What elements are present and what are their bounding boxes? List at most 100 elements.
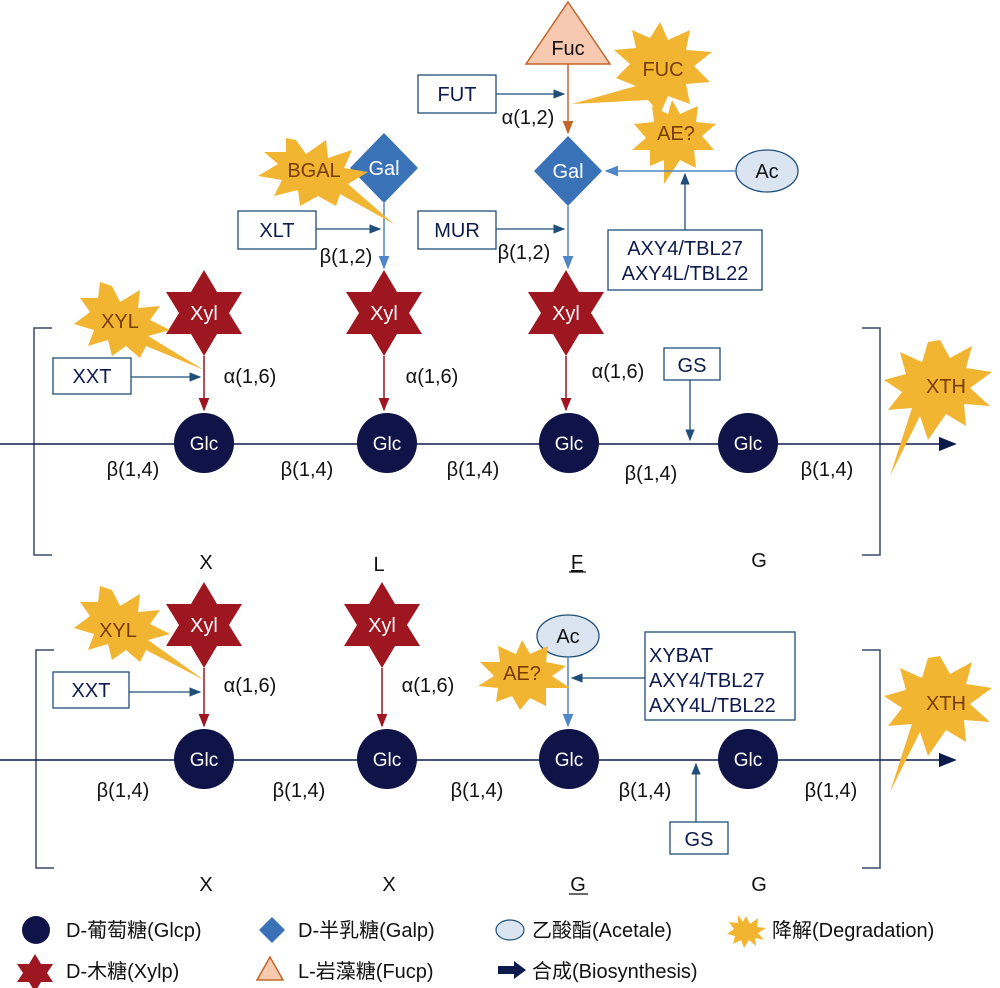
top-xyl-1: Xyl (166, 270, 242, 356)
top-code-4: G (751, 550, 767, 572)
top-beta14-2: β(1,4) (281, 459, 334, 481)
top-fuc-degradation-label: FUC (642, 59, 683, 81)
top-glc-2-label: Glc (373, 434, 402, 455)
legend-deg-label: 降解(Degradation) (772, 919, 934, 942)
top-panel: XTH Glc Glc Glc Glc β(1,4) β(1,4) β(1,4)… (0, 0, 992, 576)
top-glc-3: Glc (539, 413, 599, 473)
bottom-glc-2: Glc (357, 729, 417, 789)
top-axy-enzyme: AXY4/TBL27 AXY4L/TBL22 (607, 229, 763, 291)
top-xxt-label: XXT (73, 366, 112, 388)
bottom-xxt-label: XXT (72, 680, 111, 702)
bottom-glc-2-label: Glc (373, 750, 402, 771)
top-gal-1-label: Gal (368, 158, 399, 180)
legend-glc: D-葡萄糖(Glcp) (22, 916, 202, 944)
top-gs-label: GS (678, 355, 707, 377)
legend-fuc: L-岩藻糖(Fucp) (255, 955, 434, 983)
bottom-xyl-degradation-label: XYL (99, 620, 137, 642)
legend-gal: D-半乳糖(Galp) (259, 917, 435, 943)
top-code-3: F (571, 552, 583, 574)
legend-xyl-label: D-木糖(Xylp) (66, 960, 179, 983)
bottom-xyl-1-label: Xyl (190, 615, 218, 637)
top-ae-degradation: AE? (632, 100, 716, 184)
top-gs-enzyme: GS (663, 347, 721, 381)
top-xth-label: XTH (926, 376, 966, 398)
top-xyl-3-label: Xyl (552, 303, 580, 325)
bottom-left-bracket (35, 649, 54, 869)
bottom-xxt-enzyme: XXT (52, 671, 130, 709)
top-beta14-1: β(1,4) (107, 459, 160, 481)
top-alpha16-3: α(1,6) (592, 361, 645, 383)
top-glc-1: Glc (174, 413, 234, 473)
legend-glc-label: D-葡萄糖(Glcp) (66, 919, 202, 942)
top-code-2: L (373, 554, 384, 576)
bottom-gs-label: GS (685, 829, 714, 851)
bottom-right-bracket (862, 649, 881, 869)
top-beta14-4: β(1,4) (625, 463, 678, 485)
legend-ac-label: 乙酸酯(Acetale) (532, 919, 672, 942)
top-mur-label: MUR (434, 220, 480, 242)
top-xyl-degradation: XYL (74, 282, 204, 370)
top-bgal-label: BGAL (287, 160, 340, 182)
bottom-xyl-1: Xyl (166, 582, 242, 668)
top-xyl-1-label: Xyl (190, 303, 218, 325)
top-xth-burst: XTH (884, 340, 992, 476)
top-glc-4-label: Glc (734, 434, 763, 455)
top-mur-enzyme: MUR (417, 210, 497, 250)
bottom-glc-3-label: Glc (555, 750, 584, 771)
bottom-xyl-2: Xyl (344, 582, 420, 668)
top-alpha12: α(1,2) (502, 107, 555, 129)
bottom-xyl-degradation: XYL (74, 586, 204, 680)
bottom-xth-label: XTH (926, 693, 966, 715)
top-xxt-enzyme: XXT (52, 357, 132, 395)
bottom-xybat-label-1: XYBAT (649, 645, 713, 667)
top-xlt-enzyme: XLT (237, 210, 317, 250)
bottom-ac-label: Ac (556, 626, 579, 648)
top-xyl-2-label: Xyl (370, 303, 398, 325)
top-fuc-label: Fuc (551, 38, 584, 60)
bottom-code-1: X (199, 874, 212, 896)
legend: D-葡萄糖(Glcp) D-半乳糖(Galp) 乙酸酯(Acetale) 降解(… (17, 915, 934, 988)
top-right-bracket (862, 327, 881, 556)
bottom-gs-enzyme: GS (669, 821, 729, 855)
bottom-alpha16-1: α(1,6) (224, 675, 277, 697)
bottom-glc-1-label: Glc (190, 750, 219, 771)
legend-xyl-symbol (17, 954, 53, 988)
top-xyl-3: Xyl (528, 270, 604, 356)
top-alpha16-2: α(1,6) (406, 366, 459, 388)
bottom-alpha16-2: α(1,6) (402, 675, 455, 697)
top-ac: Ac (735, 149, 799, 193)
top-xyl-degradation-label: XYL (101, 311, 139, 333)
legend-ac-symbol (495, 919, 525, 941)
top-glc-2: Glc (357, 413, 417, 473)
top-glc-3-label: Glc (555, 434, 584, 455)
bottom-glc-4-label: Glc (734, 750, 763, 771)
top-fut-enzyme: FUT (417, 74, 497, 114)
bottom-glc-1: Glc (174, 729, 234, 789)
bottom-beta14-4: β(1,4) (619, 780, 672, 802)
top-bgal-degradation: BGAL (258, 138, 394, 224)
bottom-code-2: X (382, 874, 395, 896)
bottom-beta14-2: β(1,4) (273, 780, 326, 802)
bottom-xybat-enzyme: XYBAT AXY4/TBL27 AXY4L/TBL22 (644, 631, 796, 721)
legend-ac: 乙酸酯(Acetale) (495, 919, 672, 942)
top-xyl-2: Xyl (346, 270, 422, 356)
bottom-ae-degradation: AE? (478, 640, 570, 710)
top-alpha16-1: α(1,6) (224, 366, 277, 388)
legend-gal-label: D-半乳糖(Galp) (298, 919, 435, 942)
legend-glc-symbol (22, 916, 50, 944)
top-beta14-3: β(1,4) (447, 459, 500, 481)
top-beta12-1: β(1,2) (320, 246, 373, 268)
top-glc-1-label: Glc (190, 434, 219, 455)
legend-bio-label: 合成(Biosynthesis) (532, 960, 698, 983)
legend-fuc-symbol (255, 955, 285, 981)
top-fuc-degradation: FUC (572, 22, 712, 114)
top-ae-label: AE? (657, 123, 695, 145)
legend-bio: 合成(Biosynthesis) (498, 960, 698, 983)
bottom-glc-3: Glc (539, 729, 599, 789)
top-xlt-label: XLT (259, 220, 294, 242)
bottom-beta14-3: β(1,4) (451, 780, 504, 802)
top-gal-1: Gal (350, 133, 418, 203)
top-axy-label-2: AXY4L/TBL22 (622, 263, 749, 285)
top-left-bracket (33, 327, 52, 556)
